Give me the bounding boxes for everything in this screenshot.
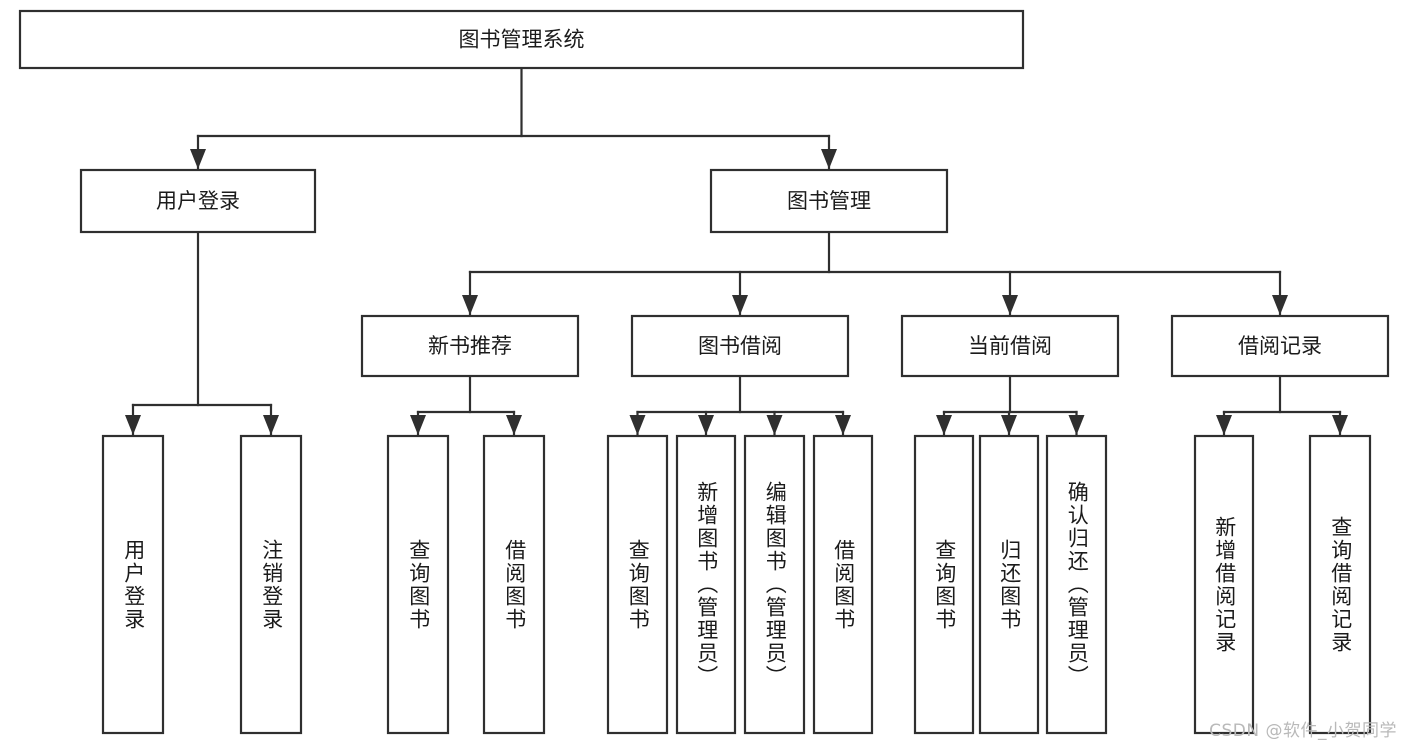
node-level3-label-0: 新书推荐 <box>428 334 512 358</box>
node-leaf-9[interactable] <box>978 434 1040 735</box>
arrow-head-icon <box>1068 415 1085 435</box>
watermark: CSDN @软件_小贺同学 <box>1209 721 1397 741</box>
node-level2-label-1: 图书管理 <box>787 189 871 213</box>
arrow-head-icon <box>1272 295 1288 315</box>
node-level2-1[interactable] <box>709 168 949 234</box>
arrow-head-icon <box>821 149 837 169</box>
arrow-head-icon <box>936 415 952 435</box>
node-leaf-5[interactable] <box>675 434 737 735</box>
node-root[interactable] <box>18 9 1025 70</box>
node-leaf-12[interactable] <box>1308 434 1372 735</box>
arrow-head-icon <box>263 415 279 435</box>
node-leaf-0[interactable] <box>101 434 165 735</box>
node-leaf-10[interactable] <box>1045 434 1108 735</box>
arrow-head-icon <box>1216 415 1232 435</box>
arrow-head-icon <box>462 295 478 315</box>
node-level3-1[interactable] <box>630 314 850 378</box>
node-leaf-1[interactable] <box>239 434 303 735</box>
node-leaf-4[interactable] <box>606 434 669 735</box>
node-leaf-11[interactable] <box>1193 434 1255 735</box>
node-level3-0[interactable] <box>360 314 580 378</box>
node-box-layer <box>18 9 1390 735</box>
arrow-head-icon <box>732 295 748 315</box>
arrow-head-icon <box>1001 415 1017 435</box>
arrow-head-icon <box>506 415 522 435</box>
node-root-label: 图书管理系统 <box>459 28 585 52</box>
node-level3-label-3: 借阅记录 <box>1238 334 1322 358</box>
arrow-head-icon <box>766 415 783 435</box>
arrow-head-icon <box>125 415 141 435</box>
arrow-head-icon <box>410 415 426 435</box>
arrow-head-icon <box>629 415 646 435</box>
node-level2-label-0: 用户登录 <box>156 189 240 213</box>
connector-layer <box>125 66 1348 436</box>
node-leaf-2[interactable] <box>386 434 450 735</box>
arrow-head-icon <box>190 149 206 169</box>
arrow-head-icon <box>1002 295 1018 315</box>
node-level3-3[interactable] <box>1170 314 1390 378</box>
arrow-head-icon <box>1332 415 1348 435</box>
arrow-head-icon <box>835 415 851 435</box>
node-leaf-3[interactable] <box>482 434 546 735</box>
node-level2-0[interactable] <box>79 168 317 234</box>
node-level3-label-1: 图书借阅 <box>698 334 782 358</box>
node-leaf-8[interactable] <box>913 434 975 735</box>
node-leaf-7[interactable] <box>812 434 874 735</box>
node-leaf-6[interactable] <box>743 434 806 735</box>
node-level3-label-2: 当前借阅 <box>968 334 1052 358</box>
arrow-head-icon <box>698 415 714 435</box>
node-level3-2[interactable] <box>900 314 1120 378</box>
